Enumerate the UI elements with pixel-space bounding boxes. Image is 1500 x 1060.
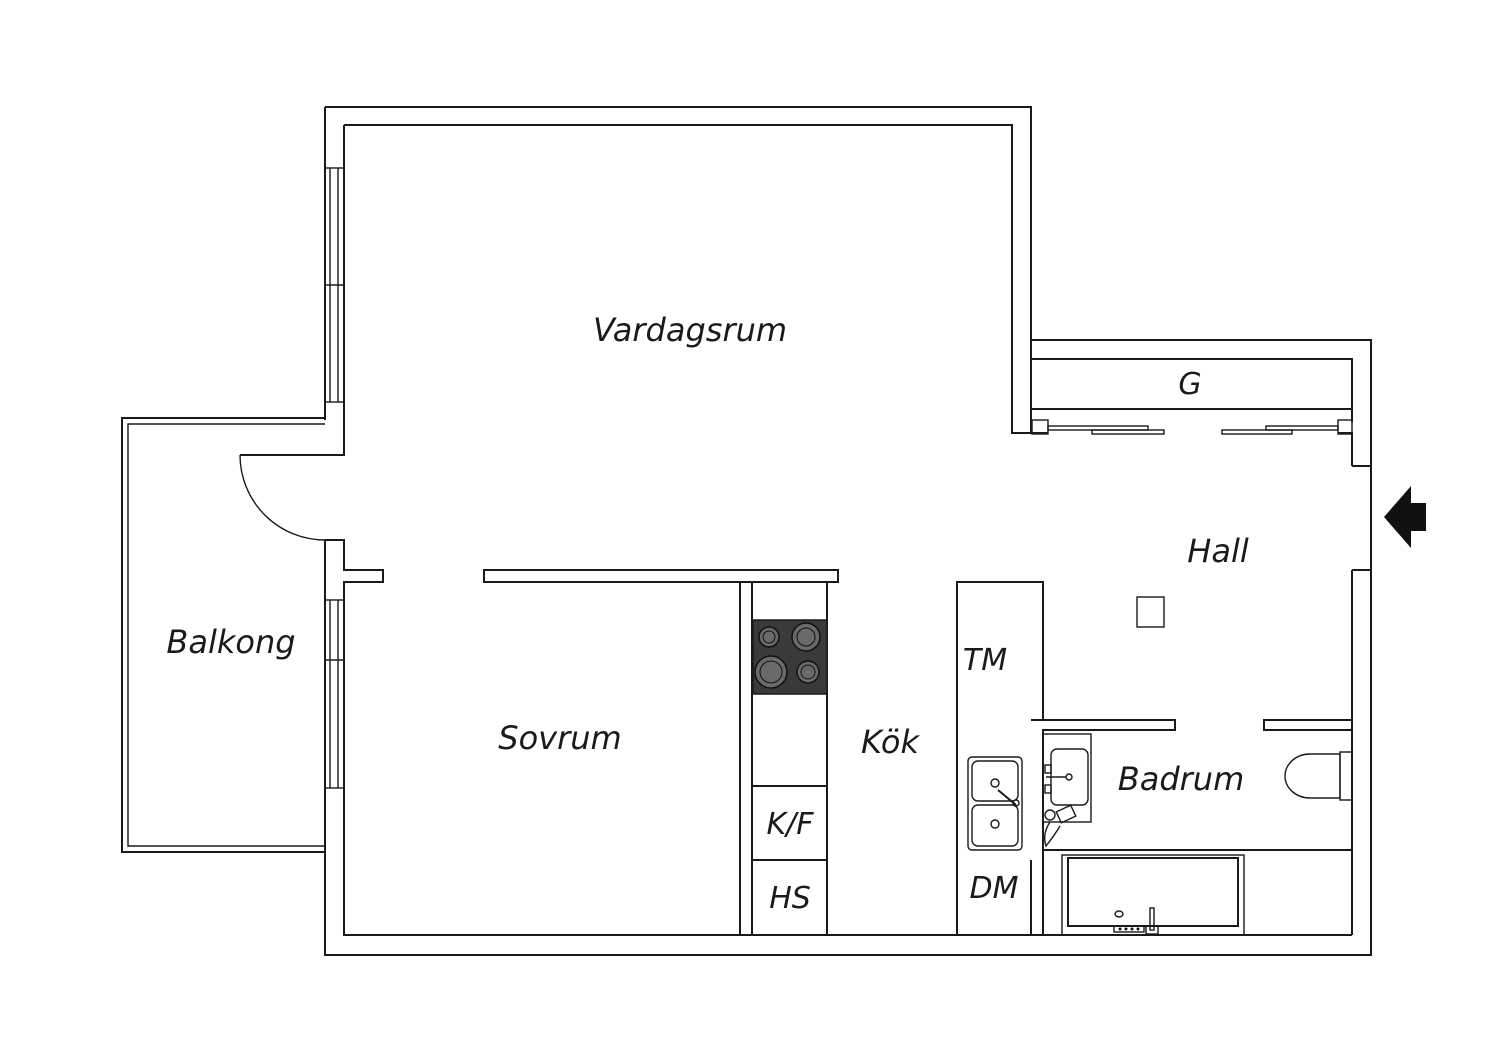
stove-icon [752,619,828,695]
room-label-tm: TM [963,643,1007,678]
room-label-kok: Kök [861,723,920,761]
room-label-kf: K/F [766,807,814,842]
room-label-sovrum: Sovrum [498,719,621,757]
room-label-g: G [1178,367,1201,402]
wardrobe-doors [1031,419,1353,435]
windows-west [324,167,345,789]
room-label-balkong: Balkong [166,623,295,661]
toilet-icon [1284,751,1353,801]
hall-column [1136,596,1165,628]
room-label-hs: HS [769,881,811,916]
washbasin-icon [1042,733,1092,848]
room-label-hall: Hall [1187,532,1249,570]
entrance-arrow-icon [1384,486,1426,548]
bathtub-icon [1061,854,1245,936]
door-swing-icon [239,454,326,541]
kitchen-sink-icon [967,756,1023,851]
balcony [121,417,325,853]
room-label-vardagsrum: Vardagsrum [593,311,787,349]
outer-walls [324,106,1372,956]
room-label-badrum: Badrum [1118,760,1244,798]
room-label-dm: DM [970,871,1019,906]
